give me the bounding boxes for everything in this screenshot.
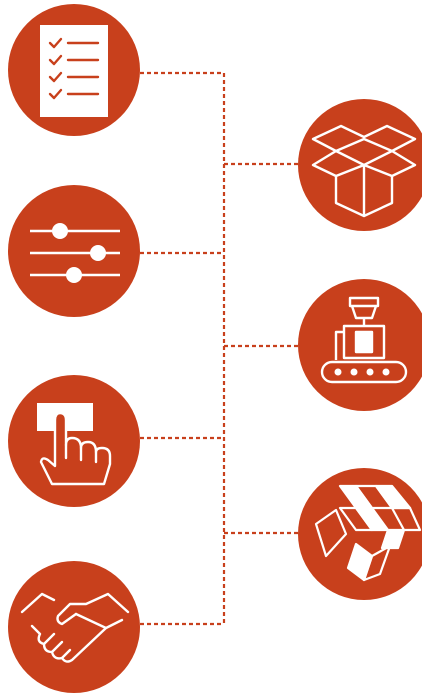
output-node-box xyxy=(298,99,422,231)
output-node-folding xyxy=(298,468,422,600)
sliders-icon xyxy=(30,223,120,283)
input-node-sliders xyxy=(8,185,140,317)
pointer-click-icon xyxy=(37,403,112,486)
handshake-icon xyxy=(20,592,130,663)
input-node-handshake xyxy=(8,561,140,693)
node-circle xyxy=(298,99,422,231)
connectors xyxy=(140,71,300,626)
node-circle xyxy=(8,561,140,693)
checklist-icon xyxy=(40,25,108,117)
node-circle xyxy=(8,185,140,317)
input-node-pointer xyxy=(8,375,140,507)
output-node-robot xyxy=(298,279,422,411)
input-node-checklist xyxy=(8,4,140,136)
open-box-icon xyxy=(311,124,417,218)
robot-conveyor-icon xyxy=(320,296,408,384)
folding-shapes-icon xyxy=(314,484,422,582)
